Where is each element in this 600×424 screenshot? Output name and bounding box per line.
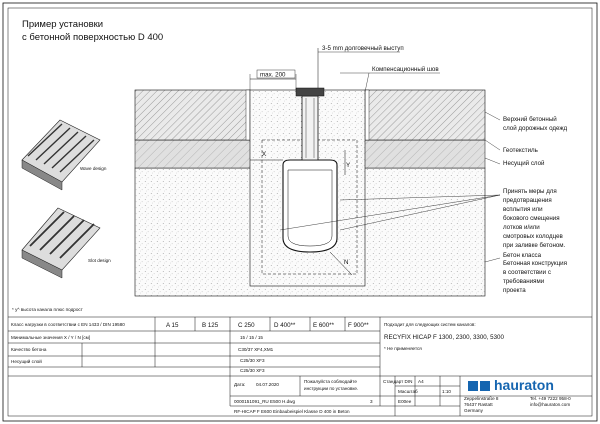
hauraton-logo: hauraton: [468, 377, 554, 393]
dim-y-label: Y: [346, 162, 350, 169]
measures-line-6: смотровых колодцев: [503, 233, 564, 240]
brand-web: info@hauraton.com: [530, 402, 570, 407]
doc-name: RF-HICAP F E600 Einbaubeispiel Klasse D …: [234, 409, 350, 414]
load-class-label: Класс нагрузки в соответствии с EN 1433 …: [11, 322, 125, 327]
max-label: max. 200: [260, 72, 286, 79]
protrusion-label: 3-5 mm долговечный выступ: [322, 45, 404, 52]
foundation-line-4: проекта: [503, 287, 526, 294]
slot-design-label: Slot design: [88, 258, 111, 263]
dim-n-label: N: [344, 259, 348, 266]
class-c250: C 250: [238, 322, 255, 329]
scale-label: Масштаб: [398, 389, 418, 394]
standard-value: A4: [418, 379, 424, 384]
measures-line-4: бокового смещения: [503, 215, 560, 222]
drawing-title: Пример установки: [22, 19, 103, 30]
concrete-class-label: Бетон класса: [503, 252, 542, 259]
format-code: E00ee: [398, 399, 412, 404]
cross-section: X Y N max. 200: [134, 69, 486, 297]
measures-line-3: всплытия или: [503, 206, 543, 213]
brand-contact: Zeppelinstraße 8 76437 Rastatt Germany T…: [464, 396, 571, 413]
title-block-text: Класс нагрузки в соответствии с EN 1433 …: [11, 322, 504, 414]
class-b125: B 125: [202, 322, 219, 329]
not-applicable: * Не применяется: [384, 346, 422, 351]
foundation-line-3: требованиями: [503, 278, 545, 285]
slot-design-thumbnail: Slot design: [21, 207, 111, 279]
standard-label: Стандарт DIN: [383, 379, 412, 384]
top-concrete-left: [134, 89, 251, 141]
channel-body: [282, 159, 338, 253]
concrete-quality-value: C30/37 XF4,XM1: [238, 347, 274, 352]
date-value: 04.07.2020: [256, 382, 279, 387]
brand-name: hauraton: [494, 377, 554, 393]
top-concrete-label-1: Верхний бетонный: [503, 116, 557, 123]
suitable-for: Подходит для следующих систем каналов:: [384, 322, 476, 327]
class-e600: E 600**: [313, 322, 335, 329]
right-callouts: Верхний бетонный слой дорожных одежд Гео…: [279, 111, 567, 294]
sheet-number: 3: [370, 399, 373, 404]
grating: [295, 87, 325, 97]
class-a15: A 15: [166, 322, 179, 329]
doc-code: 0000151091_RU E500 H.dwg: [234, 399, 295, 404]
bearing-layer-value-2: C25/30 XF3: [240, 368, 265, 373]
dim-x-label: X: [262, 151, 266, 158]
install-note-1: Пожалуйста соблюдайте: [304, 378, 357, 384]
measures-line-1: Принять меры для: [503, 188, 557, 195]
brand-address-2: 76437 Rastatt: [464, 402, 493, 407]
concrete-quality-label: Качество бетона: [11, 347, 47, 352]
min-values: 15 / 15 / 15: [240, 335, 263, 340]
compensation-joint-label: Компенсационный шов: [372, 66, 439, 73]
inner-frame: [7, 7, 593, 417]
title-block: [8, 316, 592, 416]
brand-address-1: Zeppelinstraße 8: [464, 396, 499, 401]
footnote: * y^ высота канала плюс подрост: [12, 307, 84, 312]
drawing-subtitle: с бетонной поверхностью D 400: [22, 32, 163, 43]
measures-line-2: предотвращения: [503, 197, 552, 204]
bearing-layer-label: Несущий слой: [503, 160, 545, 167]
measures-line-5: лотков и/или: [503, 224, 540, 231]
measures-line-7: при заливке бетоном.: [503, 242, 566, 249]
wave-design-thumbnail: Wave design: [21, 119, 107, 191]
brand-phone: Tel. +49 7222 958-0: [530, 396, 571, 401]
top-concrete-label-2: слой дорожных одежд: [503, 125, 567, 132]
install-note-2: инструкции по установке.: [304, 386, 358, 391]
min-values-label: Минимальные значения X / Y / N [см]: [11, 335, 90, 340]
foundation-line-1: Бетонная конструкция: [503, 260, 567, 267]
date-label: Дата:: [234, 382, 245, 387]
wave-design-label: Wave design: [80, 166, 107, 171]
bearing-layer-row-label: Несущий слой: [11, 358, 42, 364]
top-concrete-right: [364, 89, 486, 141]
geotextile-label: Геотекстиль: [503, 147, 538, 154]
foundation-line-2: в соответствии с: [503, 269, 551, 276]
scale-value: 1:10: [442, 389, 451, 394]
class-d400: D 400**: [274, 322, 296, 329]
brand-address-3: Germany: [464, 408, 484, 413]
class-f900: F 900**: [348, 322, 369, 329]
system-name: RECYFIX HICAP F 1300, 2300, 3300, 5300: [384, 334, 504, 341]
bearing-layer-value: C25/30 XF3: [240, 358, 265, 363]
